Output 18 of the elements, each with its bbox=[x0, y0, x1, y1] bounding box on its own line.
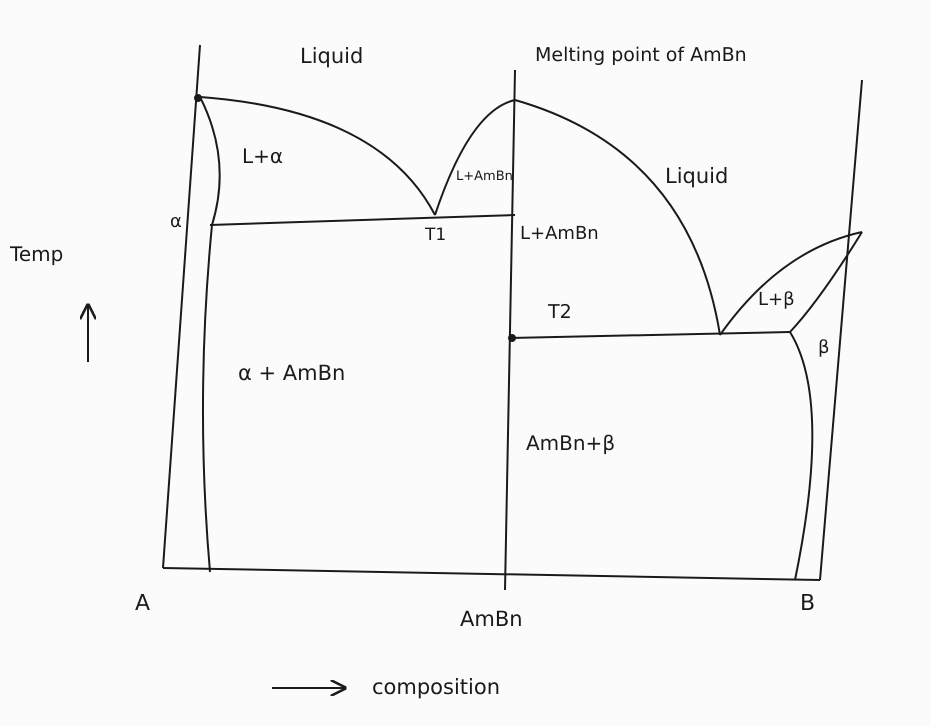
region-label: L+β bbox=[758, 290, 795, 310]
region-label: L+AmBn bbox=[456, 170, 513, 184]
region-label: α + AmBn bbox=[238, 362, 346, 386]
axis-label: composition bbox=[372, 676, 500, 700]
region-label: Liquid bbox=[665, 165, 728, 188]
axis-label: Temp bbox=[10, 243, 64, 265]
region-label: L+AmBn bbox=[520, 224, 599, 244]
region-label: β bbox=[818, 338, 830, 358]
temperature-label: T2 bbox=[548, 302, 572, 323]
temperature-label: T1 bbox=[425, 226, 446, 245]
region-label: α bbox=[170, 212, 182, 232]
axis-label: AmBn bbox=[460, 608, 523, 632]
region-label: L+α bbox=[242, 145, 284, 167]
axis-label: B bbox=[800, 592, 816, 616]
region-label: AmBn+β bbox=[526, 432, 616, 454]
axis-label: A bbox=[135, 592, 150, 616]
region-label: Liquid bbox=[300, 45, 364, 68]
annotation-text: Melting point of AmBn bbox=[535, 45, 747, 66]
